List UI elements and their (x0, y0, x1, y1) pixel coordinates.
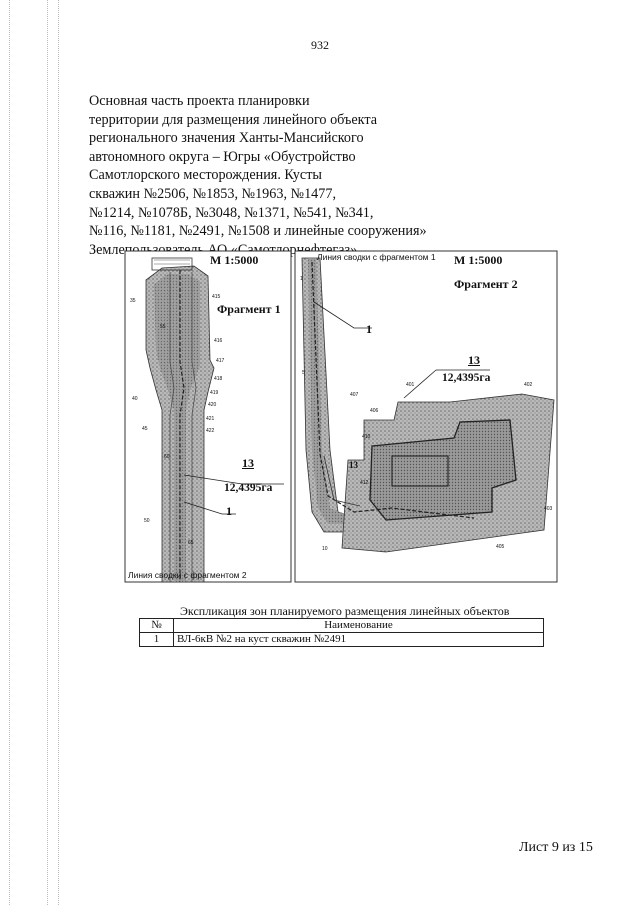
fragment-1-area: 12,4395га (224, 482, 273, 494)
title-line: территории для размещения линейного объе… (89, 111, 378, 128)
title-line: скважин №2506, №1853, №1963, №1477, (89, 185, 337, 202)
fragment-1-top-hatch (154, 259, 190, 265)
title-line: Самотлорского месторождения. Кусты (89, 167, 322, 184)
point-number: 55 (160, 324, 166, 330)
point-number: 419 (210, 390, 219, 396)
point-number: 415 (212, 294, 221, 300)
title-line: №116, №1181, №2491, №1508 и линейные соо… (89, 223, 427, 240)
sheet-label: Лист 9 из 15 (519, 840, 593, 855)
fragment-1-line-3 (191, 272, 197, 582)
point-number: 13 (349, 460, 358, 470)
fragment-1-scale: М 1:5000 (210, 253, 259, 267)
legend-table: № Наименование 1 ВЛ-6кВ №2 на куст скваж… (139, 618, 544, 647)
point-number: 50 (144, 518, 150, 524)
fragment-1-zone-number: 13 (242, 456, 254, 470)
table-row: 1 ВЛ-6кВ №2 на куст скважин №2491 (139, 632, 544, 647)
fragment-1-line (179, 270, 185, 582)
point-number: 403 (544, 506, 553, 512)
point-number: 40 (132, 396, 138, 402)
fragment-2-scale: М 1:5000 (454, 253, 503, 267)
point-number: 412 (360, 480, 369, 486)
point-number: 45 (142, 426, 148, 432)
planning-map-drawing (124, 250, 558, 583)
point-number: 35 (130, 298, 136, 304)
left-margin-line-1 (9, 0, 11, 905)
fragment-2-object-label: 1 (366, 322, 372, 336)
title-line: №1214, №1078Б, №3048, №1371, №541, №341, (89, 204, 374, 221)
fragment-2-zone-number: 13 (468, 353, 480, 367)
fragment-2-zone-core (308, 258, 350, 524)
title-line: автономного округа – Югры «Обустройство (89, 148, 356, 165)
point-number: 420 (208, 402, 217, 408)
fragment-1-junction-label: Линия сводки с фрагментом 2 (128, 570, 247, 580)
fragment-1-top-element (151, 257, 193, 271)
point-number: 416 (214, 338, 223, 344)
point-number: 406 (370, 408, 379, 414)
point-number: 417 (216, 358, 225, 364)
fragment-1-line-2 (169, 272, 175, 582)
left-margin-line-2 (47, 0, 49, 905)
legend-title: Экспликация зон планируемого размещения … (180, 604, 510, 618)
point-number: 405 (496, 544, 505, 550)
point-number: 60 (164, 454, 170, 460)
fragment-2-object-leader (313, 301, 372, 329)
fragment-2-area: 12,4395га (442, 372, 491, 384)
fragment-1-object-label: 1 (226, 504, 232, 518)
fragment-2-name: Фрагмент 2 (454, 277, 518, 291)
point-number: 407 (350, 392, 359, 398)
fragment-2-line (311, 261, 475, 519)
document-title: Основная часть проекта планировки террит… (89, 92, 489, 259)
planning-map: М 1:5000 Фрагмент 1 13 12,4395га 1 Линия… (124, 250, 558, 584)
title-line: регионального значения Ханты-Мансийского (89, 130, 364, 147)
fragment-1-zone-core (154, 274, 200, 582)
legend-row-num: 1 (139, 632, 174, 647)
left-margin-line-3 (58, 0, 60, 905)
point-number: 65 (188, 540, 194, 546)
point-number: 410 (362, 434, 371, 440)
legend-row-name: ВЛ-6кВ №2 на куст скважин №2491 (173, 632, 544, 647)
point-number: 421 (206, 416, 215, 422)
point-number: 401 (406, 382, 415, 388)
page-number: 932 (311, 38, 329, 52)
fragment-2-pad-inner (391, 455, 449, 487)
fragment-1-name: Фрагмент 1 (217, 302, 281, 316)
fragment-2-area-leader-2 (403, 369, 437, 399)
point-number: 5 (302, 370, 305, 376)
legend-header-num: № (139, 618, 174, 633)
point-number: 418 (214, 376, 223, 382)
fragment-1-object-leader (183, 501, 236, 515)
point-number: 1 (300, 276, 303, 282)
legend-header-name: Наименование (173, 618, 544, 633)
point-number: 402 (524, 382, 533, 388)
fragment-2-junction-label: Линия сводки с фрагментом 1 (317, 252, 436, 262)
point-number: 422 (206, 428, 215, 434)
legend-header-row: № Наименование (139, 618, 544, 633)
point-number: 10 (322, 546, 328, 552)
title-line: Основная часть проекта планировки (89, 93, 310, 109)
fragment-2-line-2 (323, 455, 361, 507)
